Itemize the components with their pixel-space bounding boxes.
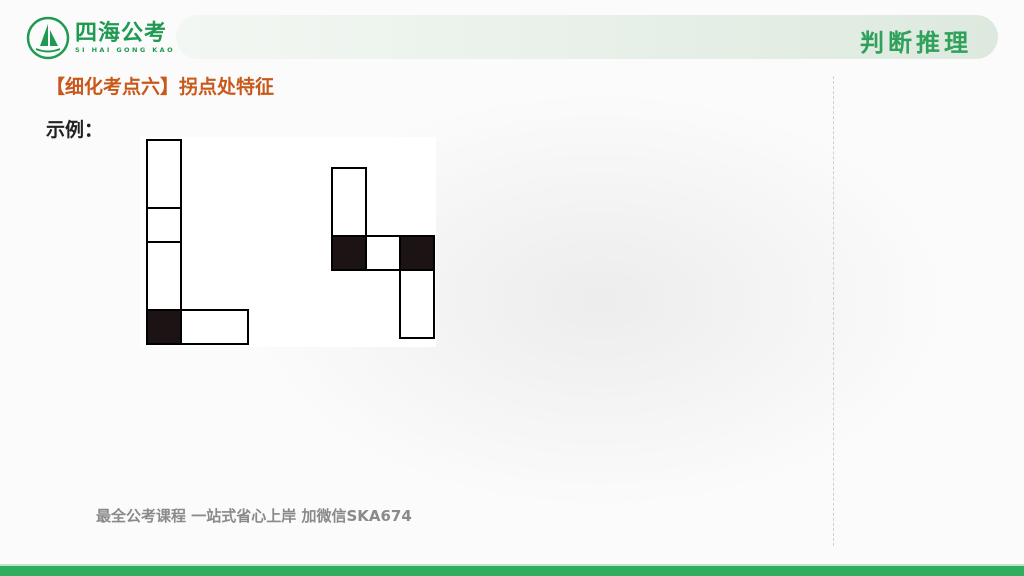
- brand-logo: 四海公考 SI HAI GONG KAO: [26, 16, 175, 60]
- grid-cell-white: [146, 139, 182, 209]
- grid-cell-black: [331, 235, 367, 271]
- figure-L-shape: [146, 139, 249, 345]
- grid-cell-white: [331, 167, 367, 237]
- header-title: 判断推理: [860, 29, 972, 57]
- grid-cell-white: [399, 269, 435, 339]
- grid-cell-black: [146, 309, 182, 345]
- grid-cell-black: [399, 235, 435, 271]
- grid-cell-white: [365, 235, 401, 271]
- watermark-text: 最全公考课程 一站式省心上岸 加微信SKA674: [96, 507, 412, 525]
- figure-zigzag-shape: [331, 167, 435, 339]
- divider-line: [833, 76, 834, 546]
- example-label: 示例：: [46, 119, 104, 141]
- footer-accent-line: [0, 564, 1024, 566]
- section-title: 【细化考点六】拐点处特征: [46, 76, 275, 98]
- brand-name: 四海公考: [75, 20, 168, 46]
- grid-cell-white: [180, 309, 249, 345]
- footer-bar: [0, 566, 1024, 576]
- grid-cell-white: [146, 207, 182, 243]
- header-bar: 判断推理: [176, 15, 998, 59]
- figure-panel: [140, 137, 436, 347]
- grid-cell-white: [146, 241, 182, 311]
- sailboat-icon: [26, 16, 70, 60]
- brand-subtitle: SI HAI GONG KAO: [75, 45, 176, 54]
- figures-canvas: [146, 139, 435, 345]
